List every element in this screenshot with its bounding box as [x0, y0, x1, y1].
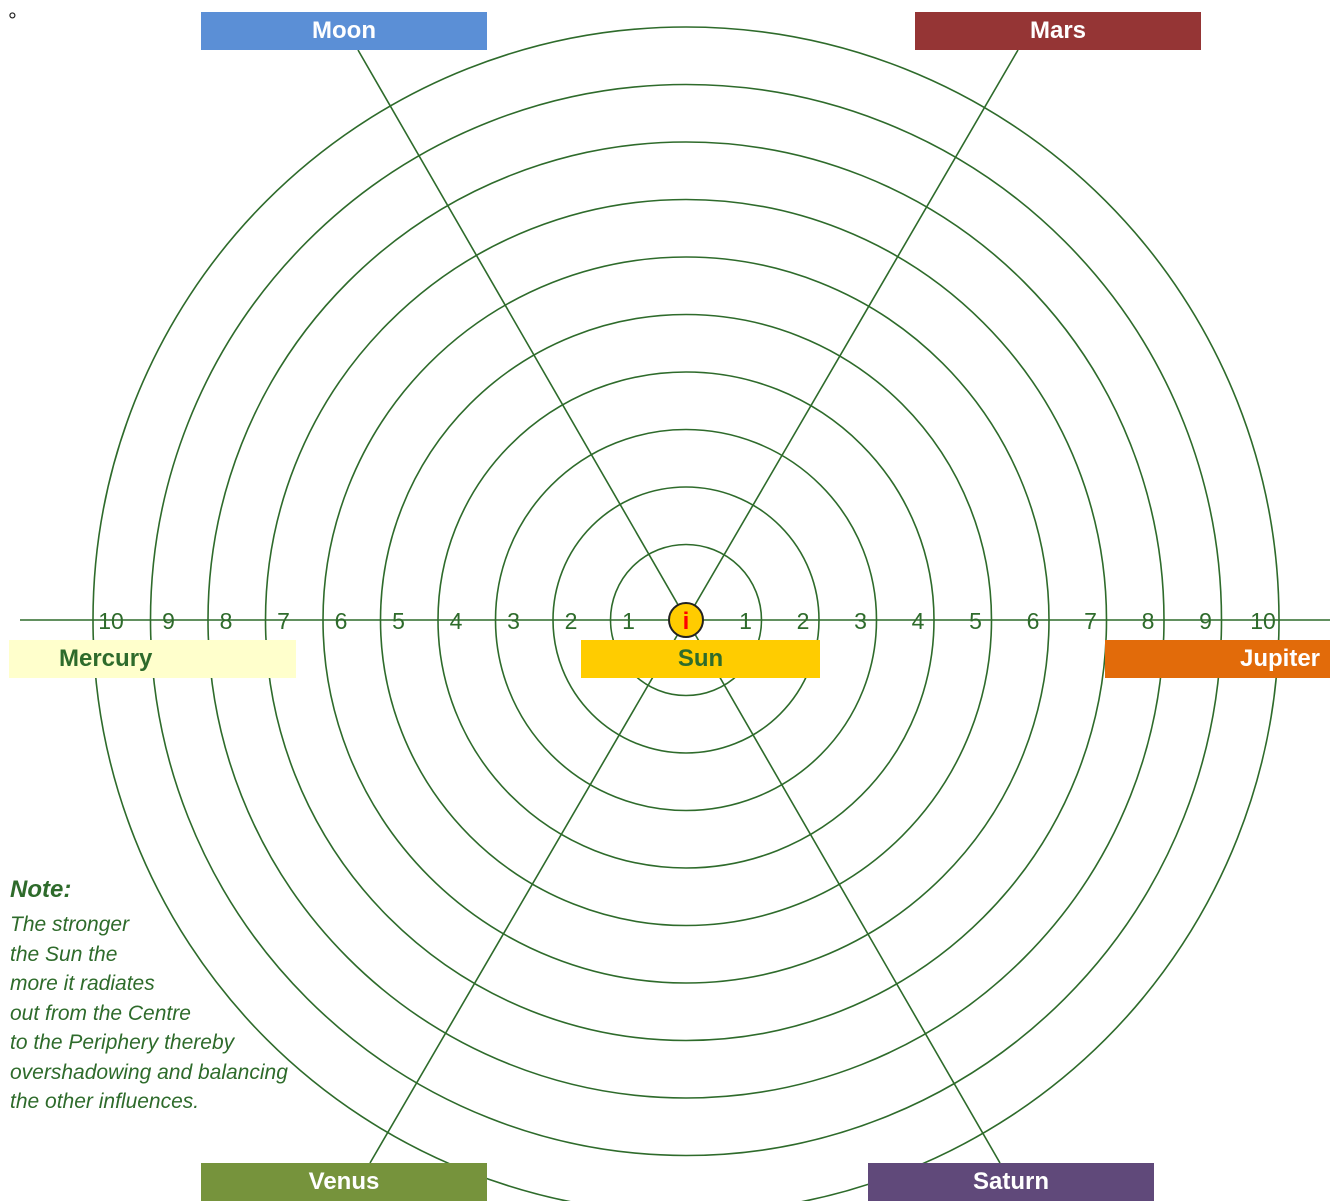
saturn-label-box: Saturn	[868, 1163, 1154, 1201]
center-label: i	[683, 608, 690, 635]
ring-number-right: 10	[1250, 608, 1276, 634]
moon-label-box: Moon	[201, 12, 487, 50]
ring-number-left: 6	[335, 608, 348, 634]
note-line: more it radiates	[10, 972, 155, 995]
note-line: The stronger	[10, 913, 130, 936]
ring-number-right: 8	[1142, 608, 1155, 634]
ring-numbers-right: 1 2 3 4 5 6 7 8 9 10	[739, 608, 1276, 634]
sun-label-box: Sun	[581, 640, 820, 678]
note-line: out from the Centre	[10, 1001, 191, 1025]
ring-number-right: 4	[912, 608, 925, 634]
mercury-label-box: Mercury	[9, 640, 296, 678]
note-line: the Sun the	[10, 942, 118, 966]
corner-mark: °	[8, 8, 17, 33]
moon-label: Moon	[312, 17, 376, 44]
venus-label: Venus	[308, 1168, 380, 1195]
note: Note: The stronger the Sun the more it r…	[10, 876, 288, 1117]
ring-number-left: 2	[565, 608, 578, 634]
ring-number-left: 5	[392, 608, 405, 634]
ring-number-right: 9	[1199, 608, 1212, 634]
ring-number-right: 7	[1084, 608, 1097, 634]
sun-label: Sun	[677, 645, 724, 672]
sun-center-marker	[668, 602, 704, 638]
ring-number-left: 10	[98, 608, 124, 634]
ring-number-left: 4	[450, 608, 463, 634]
ring-number-right: 3	[854, 608, 867, 634]
ring-number-left: 7	[277, 608, 290, 634]
note-line: the other influences.	[10, 1090, 200, 1113]
ring-number-left: 3	[507, 608, 520, 634]
mars-label-box: Mars	[915, 12, 1201, 50]
ring-number-left: 1	[622, 608, 635, 634]
mercury-label: Mercury	[59, 645, 153, 672]
ring-number-right: 2	[797, 608, 810, 634]
saturn-label: Saturn	[972, 1168, 1049, 1195]
ring-number-left: 8	[220, 608, 233, 634]
note-line: overshadowing and balancing	[10, 1060, 288, 1084]
ring-number-right: 6	[1027, 608, 1040, 634]
jupiter-label: Jupiter	[1239, 645, 1320, 672]
ring-number-right: 1	[739, 608, 752, 634]
mars-label: Mars	[1029, 17, 1087, 44]
venus-label-box: Venus	[201, 1163, 487, 1201]
jupiter-label-box: Jupiter	[1105, 640, 1330, 678]
note-line: to the Periphery thereby	[10, 1031, 235, 1054]
note-title: Note:	[10, 876, 72, 903]
ring-number-right: 5	[969, 608, 982, 634]
ring-number-left: 9	[162, 608, 175, 634]
ring-numbers-left: 10 9 8 7 6 5 4 3 2 1	[98, 608, 635, 634]
